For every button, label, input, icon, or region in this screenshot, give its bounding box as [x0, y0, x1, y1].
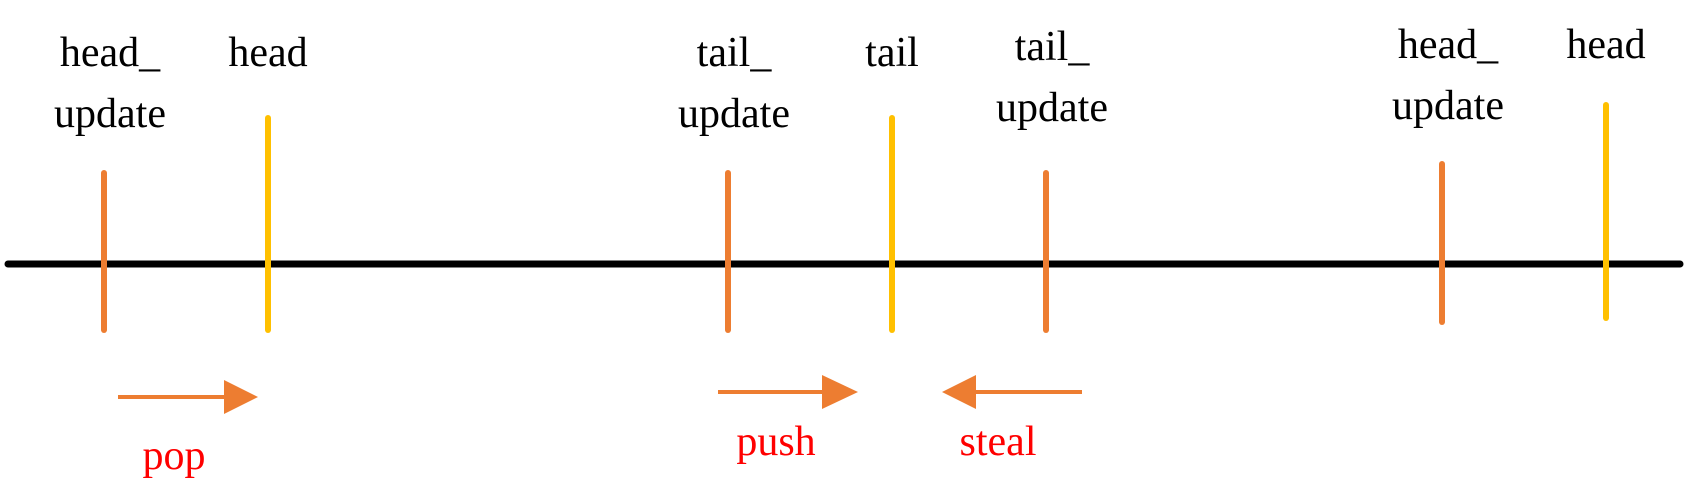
marker-label-line1: head — [1566, 22, 1645, 68]
operation-push: push — [718, 375, 858, 465]
marker-label-line2: update — [54, 91, 166, 137]
marker-label-line1: tail — [865, 30, 919, 76]
marker-label-line1: tail_ — [697, 30, 773, 76]
marker-head-left: head — [228, 30, 308, 333]
pop-arrow-head-icon — [224, 380, 258, 414]
steal-label: steal — [960, 419, 1037, 465]
marker-tail-update-right: tail_ update — [996, 24, 1108, 333]
marker-tail-update-left: tail_ update — [678, 30, 790, 333]
push-label: push — [736, 419, 815, 465]
push-arrow-head-icon — [822, 375, 858, 409]
marker-label-line2: update — [1392, 83, 1504, 129]
marker-label-line1: head_ — [1398, 22, 1499, 68]
pop-label: pop — [143, 433, 206, 479]
marker-head-update-right: head_ update — [1392, 22, 1504, 325]
marker-head-update-left: head_ update — [54, 30, 166, 333]
marker-label-line2: update — [678, 91, 790, 137]
steal-arrow-head-icon — [942, 375, 976, 409]
marker-label-line2: update — [996, 85, 1108, 131]
marker-label-line1: head — [228, 30, 307, 76]
operation-pop: pop — [118, 380, 258, 479]
marker-label-line1: head_ — [60, 30, 161, 76]
marker-head-right: head — [1566, 22, 1646, 321]
operation-steal: steal — [942, 375, 1082, 465]
marker-tail: tail — [865, 30, 919, 333]
marker-label-line1: tail_ — [1015, 24, 1091, 70]
